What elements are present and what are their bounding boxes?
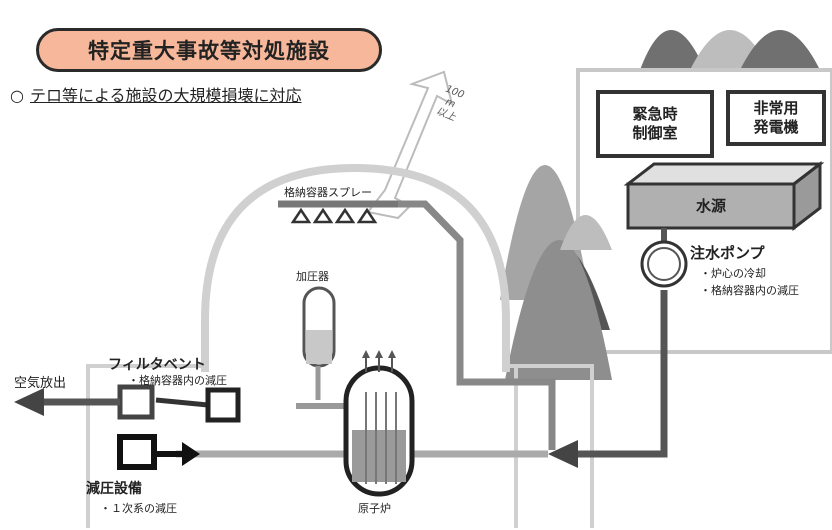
containment-vessel: [201, 163, 510, 372]
emergency-building: [576, 30, 832, 354]
control-room-box: [596, 90, 714, 158]
depressurization-label: 減圧設備: [86, 481, 142, 497]
depressurization-box: [117, 434, 157, 470]
pump-item-1: ・炉心の冷却: [700, 267, 766, 280]
filter-vent-box-left: [117, 384, 155, 420]
spray-label: 格納容器スプレー: [284, 186, 372, 199]
subtitle-text: テロ等による施設の大規模損壊に対応: [29, 86, 302, 105]
filter-vent-label: フィルタベント: [108, 357, 206, 373]
water-source-tank: [626, 182, 796, 230]
injection-pump: [640, 228, 688, 288]
pump-item-2: ・格納容器内の減圧: [700, 284, 799, 297]
filter-vent-item: ・格納容器内の減圧: [128, 374, 227, 387]
containment-spray: [278, 200, 400, 224]
depressurization-item: ・１次系の減圧: [100, 502, 177, 515]
pressurizer-label: 加圧器: [296, 270, 329, 283]
pressurizer: [296, 286, 346, 409]
reactor-label: 原子炉: [358, 502, 391, 515]
filter-vent-box-right: [205, 387, 241, 423]
generator-box: [726, 90, 826, 146]
reactor-vessel: [343, 350, 415, 497]
injection-arrowhead: [548, 440, 578, 468]
depressurization-arrowhead: [182, 442, 200, 466]
title-badge: 特定重大事故等対処施設: [36, 28, 382, 72]
spray-line: [398, 200, 556, 450]
air-release-label: 空気放出: [14, 376, 67, 391]
subtitle-mark: ○: [10, 86, 24, 105]
control-room-label: 緊急時 制御室: [632, 105, 678, 142]
subtitle: ○ テロ等による施設の大規模損壊に対応: [10, 82, 302, 106]
filter-vent-system: [14, 384, 241, 423]
mountains: [500, 165, 612, 380]
auxiliary-building: [86, 364, 594, 528]
distance-arrow: [366, 70, 454, 220]
injection-line: [575, 290, 668, 458]
generator-label: 非常用 発電機: [753, 99, 799, 136]
water-source-label: 水源: [695, 196, 726, 215]
pump-label: 注水ポンプ: [690, 244, 765, 262]
